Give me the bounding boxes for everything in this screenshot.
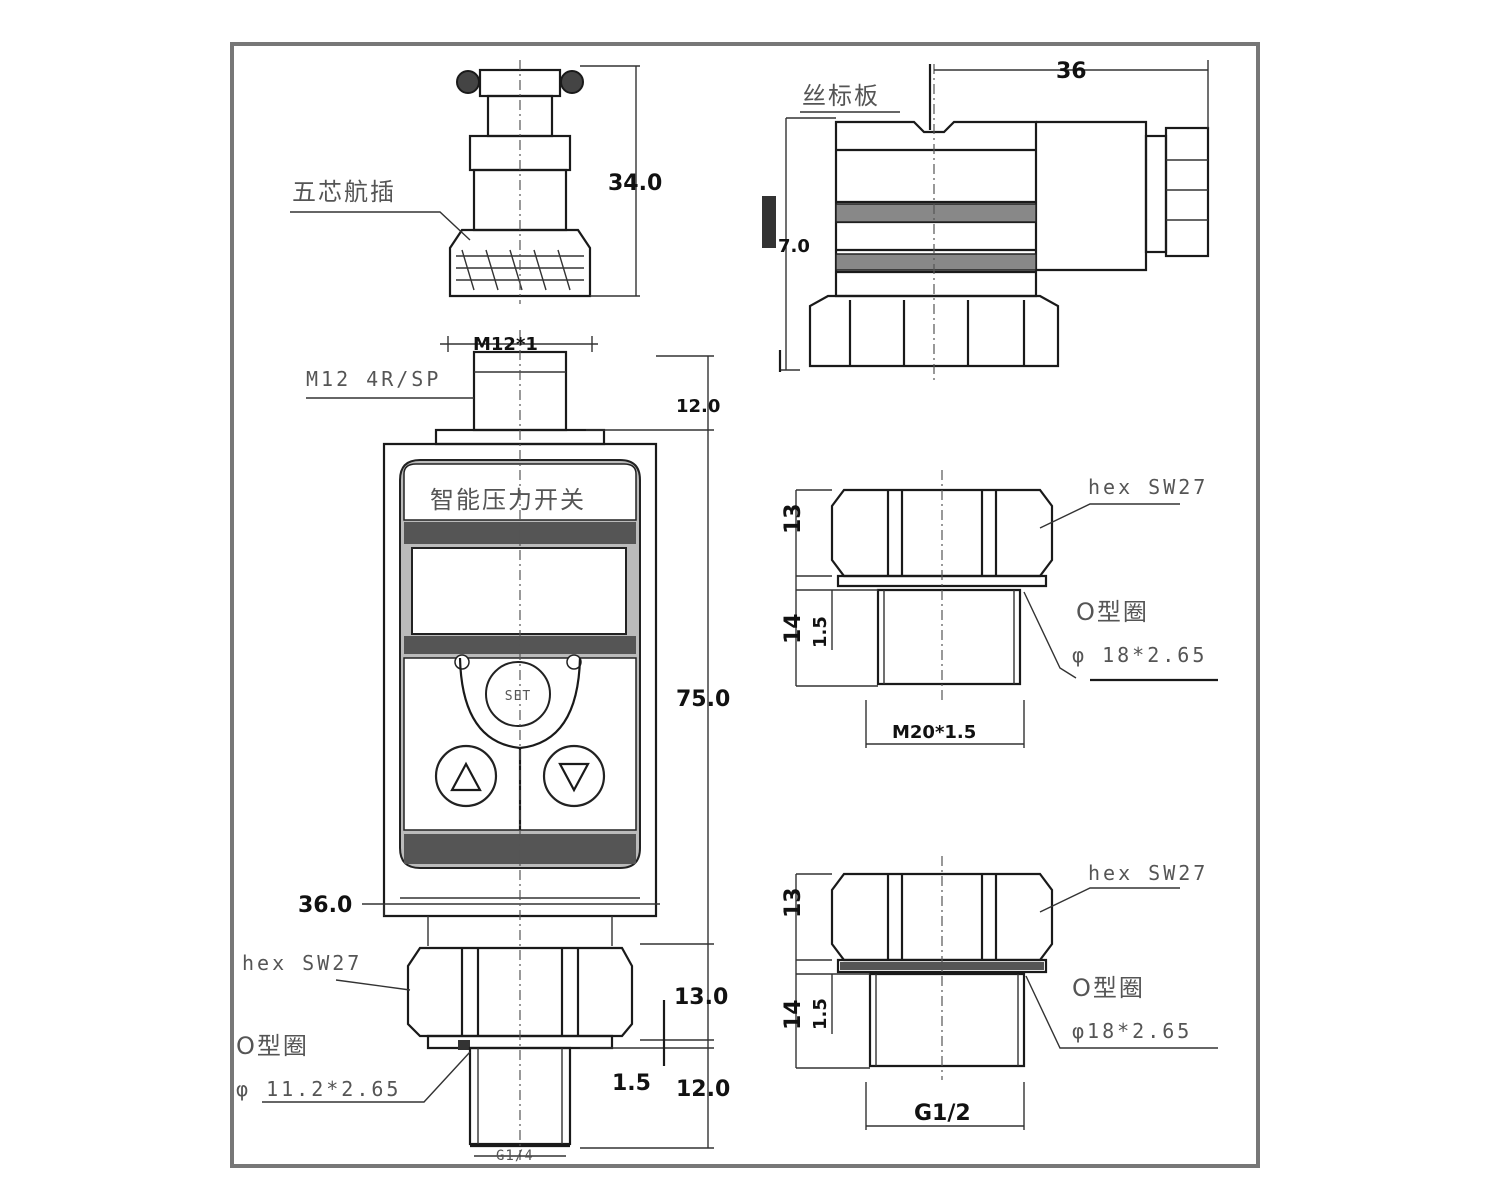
- dim-right-bottom-hex: 13: [781, 887, 806, 918]
- dim-right-top-gap: 1.5: [810, 616, 831, 648]
- dim-hex-height-left: 13.0: [674, 985, 728, 1010]
- thread-m12-label: M12 4R/SP: [306, 367, 441, 391]
- dim-m12-width: M12*1: [473, 334, 538, 355]
- side-view: [762, 60, 1210, 380]
- dim-right-bottom-dia: G1/2: [914, 1101, 971, 1126]
- dim-body-height: 75.0: [676, 687, 730, 712]
- panel-title: 智能压力开关: [430, 486, 586, 514]
- connector-label: 五芯航插: [292, 178, 396, 206]
- dim-right-top-thread: 14: [781, 613, 806, 644]
- front-view: [262, 330, 714, 1160]
- oring-left-label: O型圈: [236, 1032, 309, 1060]
- dim-top-right-small: 7.0: [778, 236, 810, 257]
- dim-right-bottom-gap: 1.5: [810, 998, 831, 1030]
- dim-top-right-width: 36: [1056, 59, 1087, 84]
- dim-top-height: 34.0: [608, 171, 662, 196]
- connector-view: [290, 60, 640, 304]
- oring-right-bottom-label: O型圈: [1072, 974, 1145, 1002]
- oring-right-top-label: O型圈: [1076, 598, 1149, 626]
- set-button-label: SET: [505, 689, 531, 704]
- dim-gap-left: 1.5: [612, 1071, 651, 1096]
- hex-left-label: hex SW27: [242, 951, 362, 975]
- hex-bottom-right-label: hex SW27: [1088, 861, 1208, 885]
- dim-right-top-hex: 13: [781, 503, 806, 534]
- dim-body-width: 36.0: [298, 893, 352, 918]
- dim-thread-len-left: 12.0: [676, 1077, 730, 1102]
- hex-top-right-label: hex SW27: [1088, 475, 1208, 499]
- oring-right-top-size: φ 18*2.65: [1072, 643, 1207, 667]
- dim-right-top-dia: M20*1.5: [892, 722, 976, 743]
- dim-thread-dia-left: G1/4: [496, 1148, 534, 1164]
- oring-left-size: φ 11.2*2.65: [236, 1077, 401, 1101]
- side-plate-label: 丝标板: [802, 82, 880, 110]
- fitting-g12: [795, 856, 1218, 1130]
- oring-right-bottom-size: φ18*2.65: [1072, 1019, 1192, 1043]
- dim-neck: 12.0: [676, 396, 720, 417]
- fitting-m20: [795, 470, 1218, 748]
- dim-right-bottom-thread: 14: [781, 999, 806, 1030]
